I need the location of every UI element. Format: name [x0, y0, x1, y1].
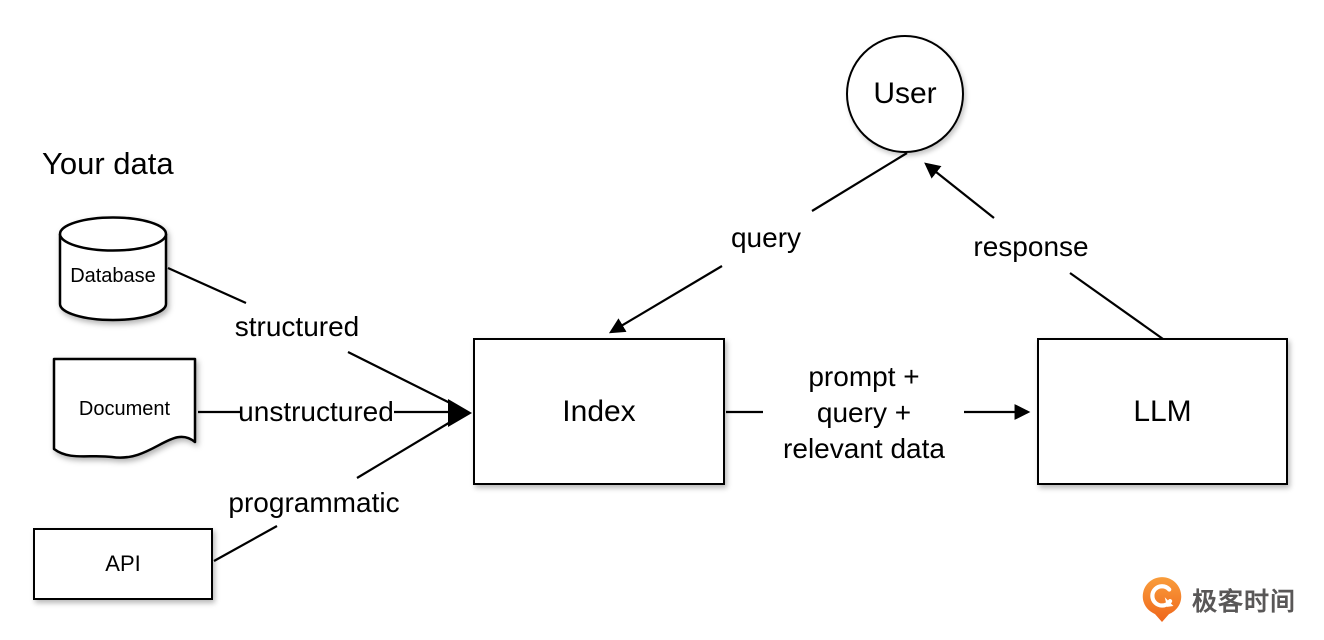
- prompt-edge-label: prompt + query + relevant data: [783, 359, 945, 467]
- geektime-logo-text: 极客时间: [1192, 588, 1297, 616]
- prompt-line-3: relevant data: [783, 433, 945, 464]
- edge-response-user: [924, 162, 995, 219]
- document-label: Document: [78, 398, 171, 420]
- database-node: Database: [58, 215, 168, 323]
- index-node: Index: [473, 338, 725, 485]
- edge-database-structured: [167, 266, 247, 305]
- api-node: API: [33, 528, 213, 600]
- response-edge-label: response: [973, 231, 1089, 262]
- unstructured-edge-label: unstructured: [238, 396, 394, 427]
- user-label: User: [873, 77, 937, 110]
- geektime-pin-icon: [1142, 577, 1182, 622]
- prompt-line-1: prompt +: [808, 361, 920, 392]
- edge-llm-response-lower: [1069, 272, 1164, 340]
- edge-api-programmatic: [213, 525, 278, 562]
- edge-programmatic-index: [356, 420, 453, 479]
- geektime-logo: 极客时间: [1140, 576, 1296, 624]
- programmatic-edge-label: programmatic: [228, 487, 400, 518]
- edge-user-query-upper: [811, 152, 908, 212]
- database-cylinder-shape: [58, 216, 168, 322]
- llm-label: LLM: [1133, 394, 1192, 428]
- document-node: Document: [52, 357, 197, 460]
- llm-node: LLM: [1037, 338, 1288, 485]
- query-edge-label: query: [730, 222, 802, 253]
- user-node: User: [846, 35, 964, 153]
- convergence-arrowhead: [448, 399, 472, 427]
- index-label: Index: [562, 394, 636, 428]
- your-data-title: Your data: [42, 146, 174, 181]
- edge-query-index: [608, 265, 723, 334]
- structured-edge-label: structured: [234, 311, 360, 342]
- edge-structured-index: [347, 351, 453, 405]
- database-label: Database: [70, 265, 156, 287]
- prompt-line-2: query +: [816, 397, 912, 428]
- api-label: API: [105, 551, 141, 576]
- document-shape: [52, 357, 197, 459]
